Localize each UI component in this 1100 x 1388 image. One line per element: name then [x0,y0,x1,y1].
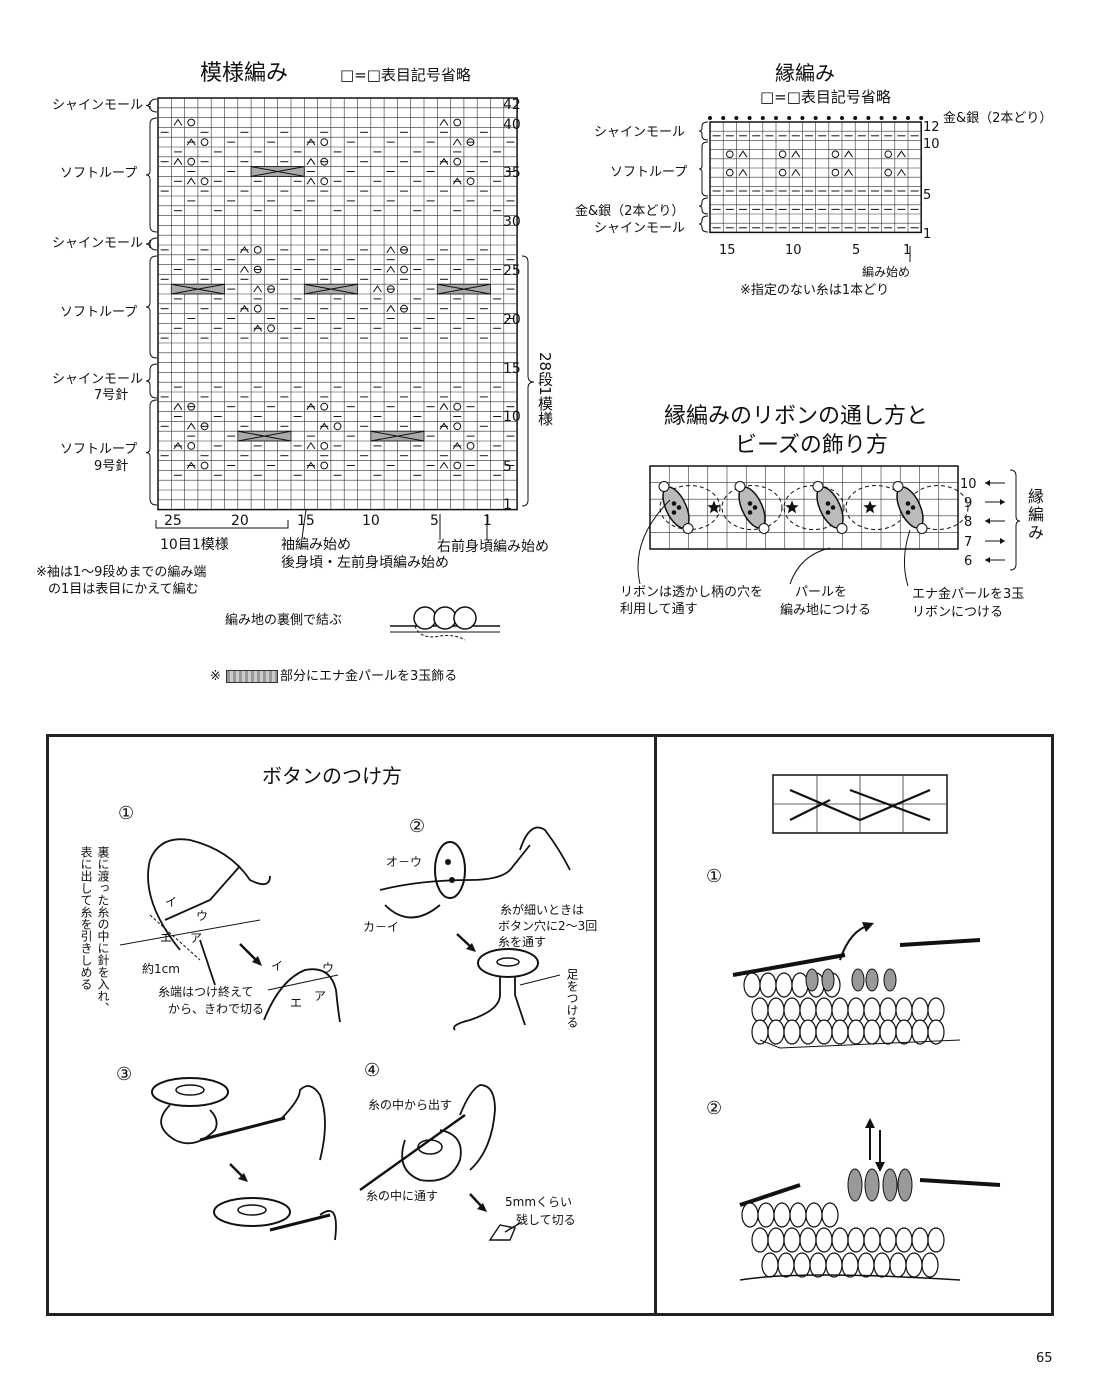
step2-thin-2: ボタン穴に2～3回 [498,920,597,932]
step4-leave-2: 残して切る [516,1214,576,1226]
knitting-needle-icon [920,1180,1000,1185]
step4-leave-1: 5mmくらい [505,1196,572,1208]
step1-letter-i: イ [165,896,177,908]
cable-step-1: ① [706,868,722,886]
step1b-letter-e: エ [290,997,302,1009]
knitting-needle-icon [740,1185,800,1205]
step1-cut-2: から、きわで切る [168,1003,264,1015]
step1-letter-e: エ [160,932,172,944]
knitting-needle-icon [900,940,980,945]
step1b-letter-a: ア [314,990,326,1002]
step2-leg: 足をつける [566,968,578,1028]
button-icon [435,842,465,898]
step2-kai: カ－イ [363,921,399,933]
cable-step-2: ② [706,1100,722,1118]
button-foot-cut-icon [490,1225,515,1240]
page-number: 65 [1036,1352,1053,1365]
step2-thin-3: 糸を通す [498,936,546,948]
step1-cut-1: 糸端はつけ終えて [158,986,253,998]
step2-ou: オ－ウ [386,856,422,868]
step1b-letter-u: ウ [322,962,334,974]
step1b-letter-i: イ [271,960,283,972]
step1-approx: 約1cm [142,963,180,975]
step4-out: 糸の中から出す [368,1099,452,1111]
step1-letter-a: ア [190,932,202,944]
step4-through: 糸の中に通す [366,1190,438,1202]
step1-letter-u: ウ [196,910,208,922]
step2-thin-1: 糸が細いときは [500,904,584,916]
